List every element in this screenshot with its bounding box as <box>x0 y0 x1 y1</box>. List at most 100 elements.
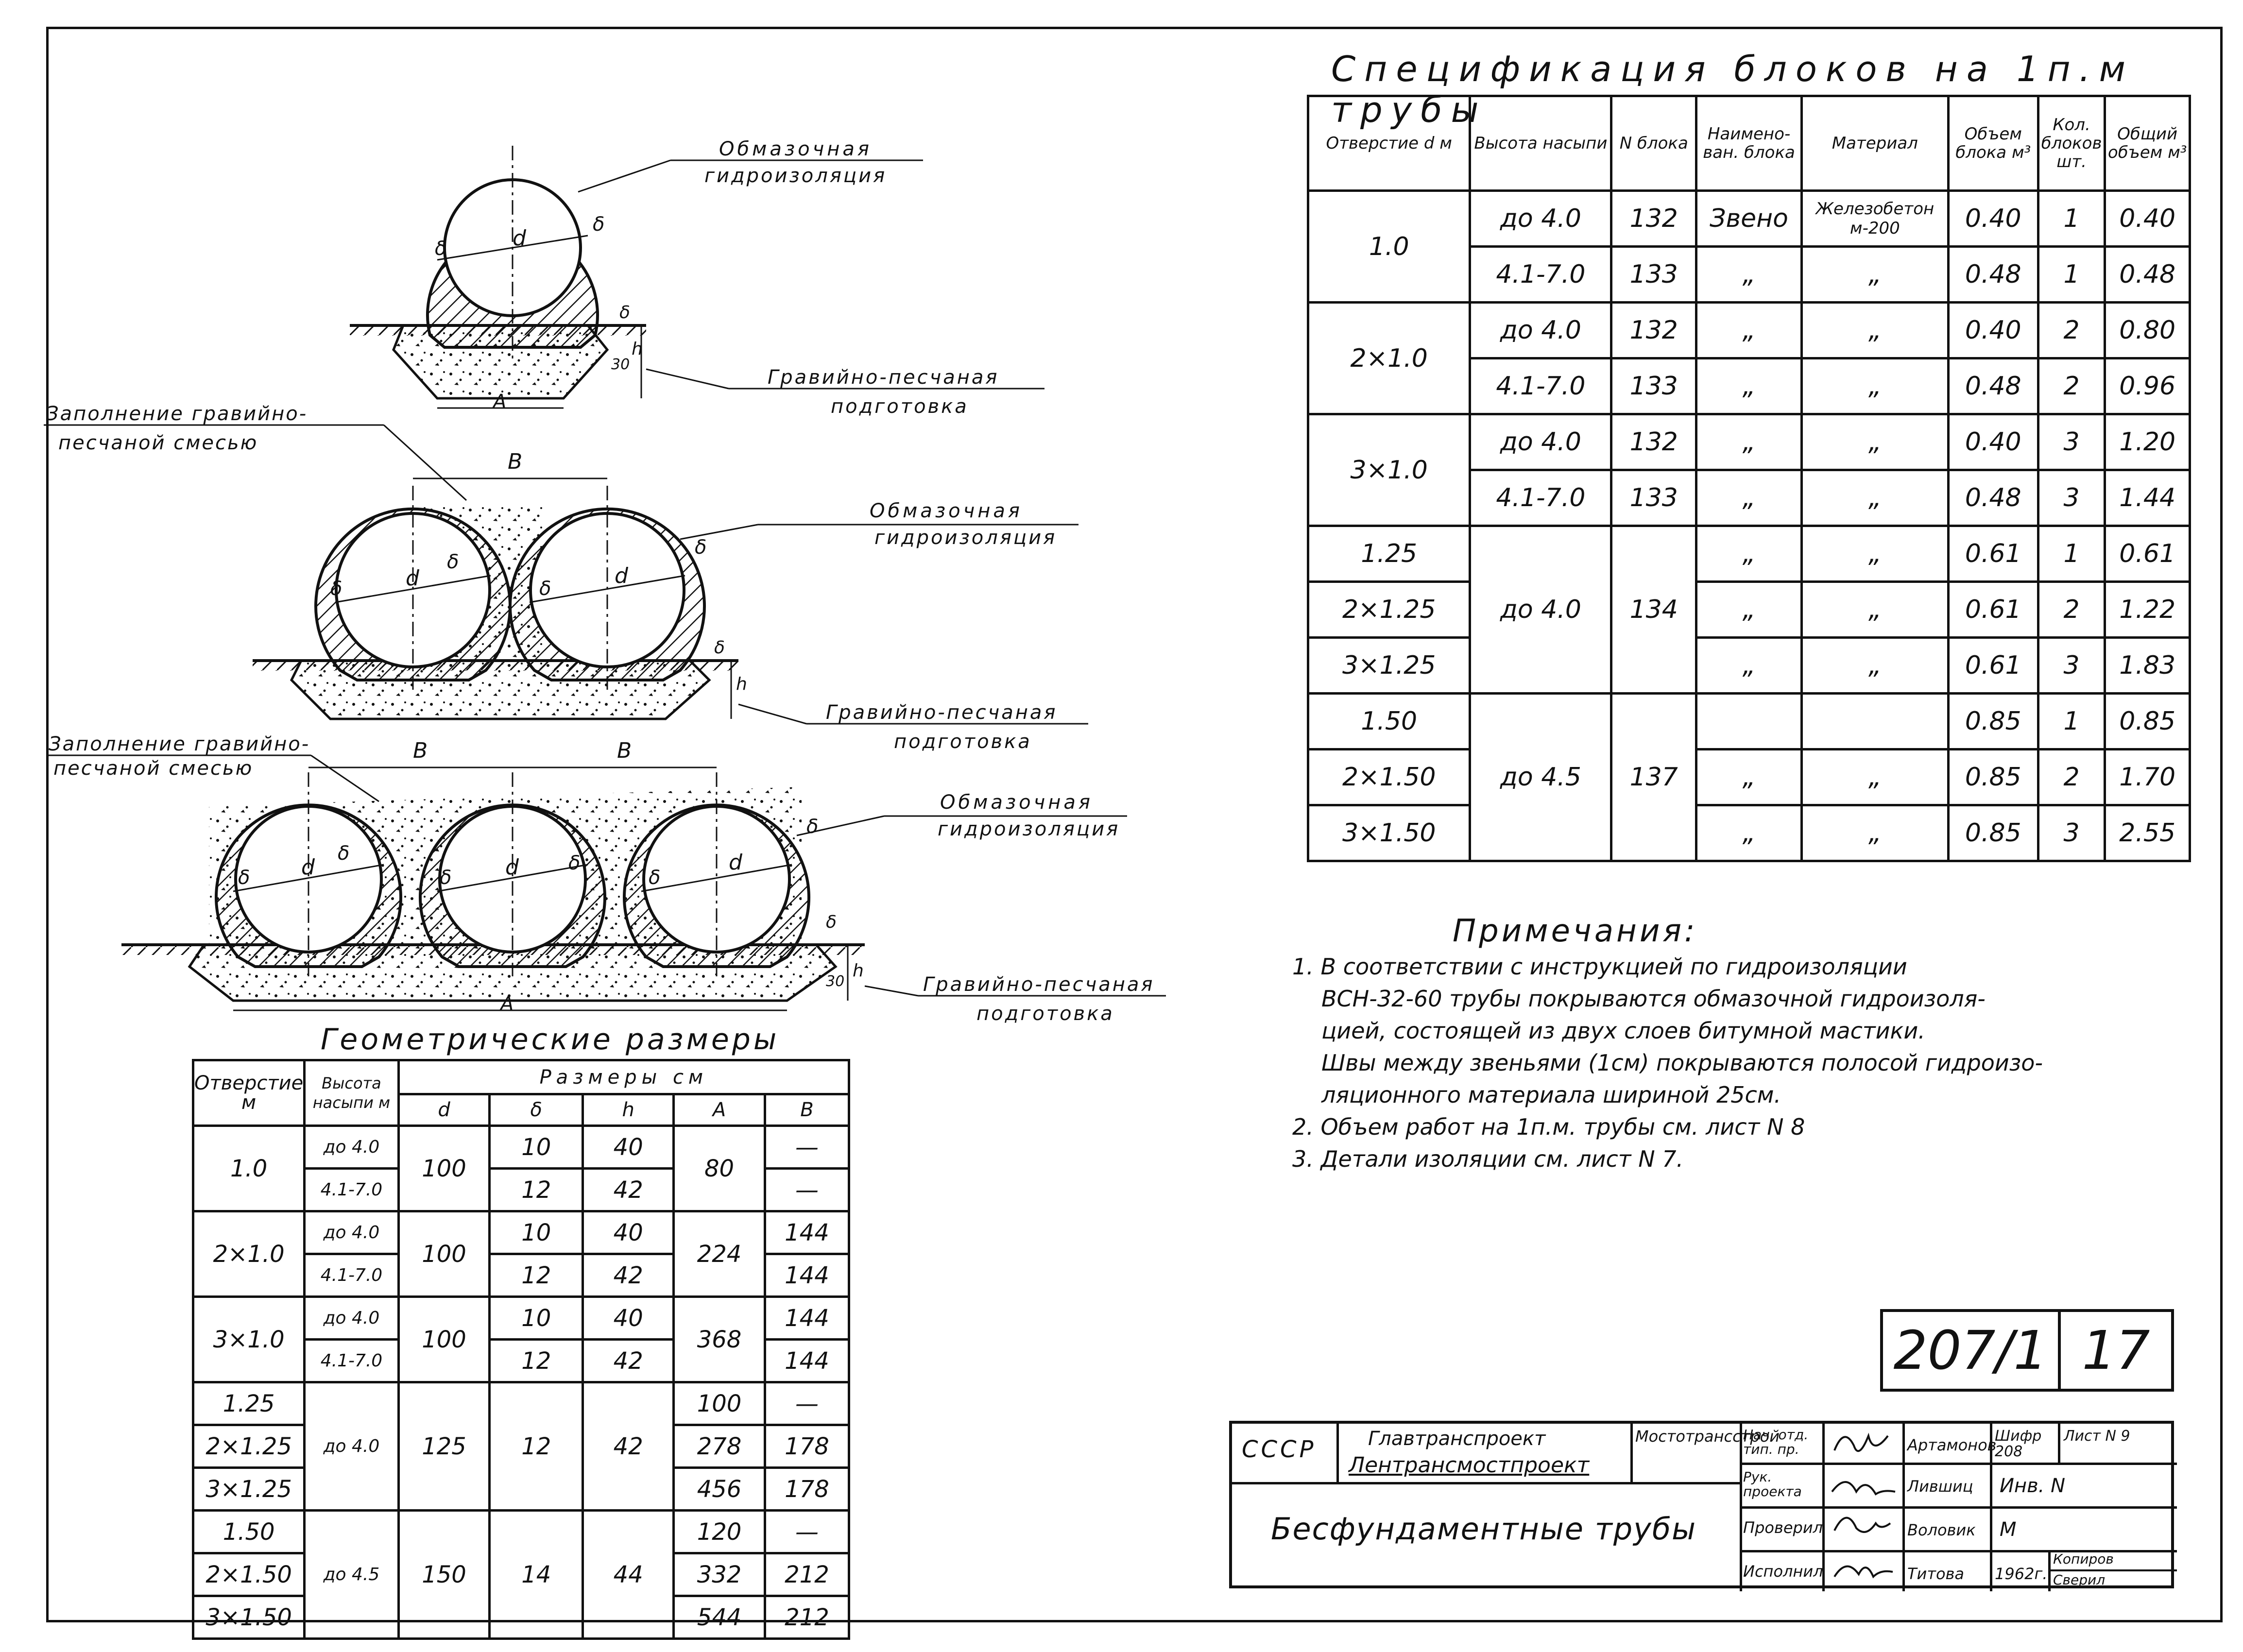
spec-header-material: Материал <box>1800 95 1950 192</box>
triple-delta-4: δ <box>568 852 580 874</box>
spec-cell-opening: 3×1.50 <box>1306 804 1472 862</box>
spec-cell-name: „ <box>1695 469 1803 527</box>
spec-cell-block: 137 <box>1610 692 1698 862</box>
geometry-table-title: Геометрические размеры <box>321 1022 780 1056</box>
spec-cell-volume: 0.40 <box>1947 189 2039 248</box>
geometry-cell-delta: 10 <box>488 1124 584 1170</box>
spec-cell-count: 2 <box>2037 301 2106 359</box>
spec-cell-height: 4.1-7.0 <box>1469 469 1613 527</box>
spec-cell-block: 133 <box>1610 357 1698 415</box>
geometry-cell-height: 4.1-7.0 <box>303 1253 400 1298</box>
spec-cell-total: 1.22 <box>2104 580 2191 639</box>
spec-cell-opening: 3×1.0 <box>1306 413 1472 527</box>
spec-cell-volume: 0.40 <box>1947 301 2039 359</box>
geometry-cell-height: до 4.0 <box>303 1124 400 1170</box>
geometry-header-A: A <box>672 1093 766 1127</box>
spec-cell-total: 0.40 <box>2104 189 2191 248</box>
single-bedding-label-1: Гравийно-песчаная <box>768 366 999 389</box>
tb-name-1: Артамонов <box>1907 1436 1997 1454</box>
geometry-cell-opening: 3×1.25 <box>191 1466 306 1512</box>
spec-cell-count: 1 <box>2037 692 2106 750</box>
spec-cell-count: 3 <box>2037 636 2106 695</box>
double-fill-label-2: песчаной смесью <box>58 432 258 454</box>
geometry-cell-d: 100 <box>397 1210 491 1298</box>
spec-cell-volume: 0.61 <box>1947 525 2039 583</box>
tb-role-4: Исполнил <box>1743 1562 1823 1581</box>
geometry-cell-delta: 12 <box>488 1338 584 1383</box>
spec-cell-name: „ <box>1695 580 1803 639</box>
geometry-cell-A: 368 <box>672 1295 766 1383</box>
spec-cell-material: „ <box>1800 804 1950 862</box>
geometry-header-d: d <box>397 1093 491 1127</box>
spec-cell-material: „ <box>1800 580 1950 639</box>
geometry-cell-B: 212 <box>763 1552 851 1597</box>
tb-org1: Главтранспроект <box>1368 1428 1546 1450</box>
triple-d-label-1: d <box>301 855 315 880</box>
spec-cell-name: Звено <box>1695 189 1803 248</box>
geometry-cell-B: 178 <box>763 1424 851 1469</box>
double-fill-label-1: Заполнение гравийно- <box>46 403 308 425</box>
triple-coating-label-2: гидроизоляция <box>938 818 1120 840</box>
spec-cell-block: 132 <box>1610 301 1698 359</box>
single-coating-label-1: Обмазочная <box>719 138 872 160</box>
geometry-cell-height: до 4.0 <box>303 1295 400 1341</box>
spec-cell-volume: 0.48 <box>1947 245 2039 304</box>
spec-cell-block: 133 <box>1610 469 1698 527</box>
single-pipe-section: d δ δ δ h 30 A Обмазочная гидроизоляция … <box>350 138 1044 418</box>
spec-cell-block: 134 <box>1610 525 1698 695</box>
geometry-cell-d: 100 <box>397 1124 491 1212</box>
triple-h-label: h <box>853 961 864 981</box>
double-delta-5: δ <box>714 638 725 658</box>
geometry-cell-delta: 12 <box>488 1167 584 1212</box>
spec-cell-count: 1 <box>2037 245 2106 304</box>
spec-cell-block: 132 <box>1610 189 1698 248</box>
spec-cell-count: 2 <box>2037 357 2106 415</box>
geometry-header-B: В <box>763 1093 851 1127</box>
spec-cell-count: 2 <box>2037 748 2106 806</box>
spec-header-total: Общий объем м³ <box>2104 95 2191 192</box>
double-delta-4: δ <box>695 536 706 559</box>
geometry-cell-A: 224 <box>672 1210 766 1298</box>
geometry-cell-B: — <box>763 1167 851 1212</box>
triple-A-label: A <box>499 993 514 1015</box>
tb-signatures <box>1831 1432 1896 1579</box>
geometry-cell-height: 4.1-7.0 <box>303 1167 400 1212</box>
single-d-label: d <box>513 226 527 251</box>
spec-cell-opening: 1.50 <box>1306 692 1472 750</box>
double-coating-label-2: гидроизоляция <box>874 527 1057 549</box>
note-line: 1. В соответствии с инструкцией по гидро… <box>1292 954 1907 980</box>
geometry-cell-opening: 1.50 <box>191 1509 306 1554</box>
geometry-cell-B: 212 <box>763 1595 851 1640</box>
spec-header-height: Высота насыпи <box>1469 95 1613 192</box>
title-block: СССР Главтранспроект Лентрансмостпроект … <box>1229 1421 2177 1591</box>
spec-cell-height: 4.1-7.0 <box>1469 245 1613 304</box>
geometry-cell-d: 100 <box>397 1295 491 1383</box>
spec-cell-opening: 1.0 <box>1306 189 1472 304</box>
spec-cell-total: 1.44 <box>2104 469 2191 527</box>
spec-cell-material: „ <box>1800 636 1950 695</box>
tb-name-2: Лившиц <box>1907 1477 1973 1496</box>
geometry-cell-d: 150 <box>397 1509 491 1640</box>
geometry-cell-h: 42 <box>582 1381 675 1512</box>
triple-B-label-1: В <box>413 738 428 763</box>
spec-table: Отверстие d м Высота насыпи N блока Наим… <box>1306 95 2191 862</box>
triple-delta-6: δ <box>806 816 818 838</box>
spec-cell-name: „ <box>1695 413 1803 471</box>
tb-org2: Лентрансмостпроект <box>1349 1453 1590 1478</box>
triple-d-label-2: d <box>505 855 519 880</box>
single-delta-label-3: δ <box>619 303 630 323</box>
sheet-number: 17 <box>2082 1319 2150 1381</box>
spec-cell-volume: 0.85 <box>1947 748 2039 806</box>
